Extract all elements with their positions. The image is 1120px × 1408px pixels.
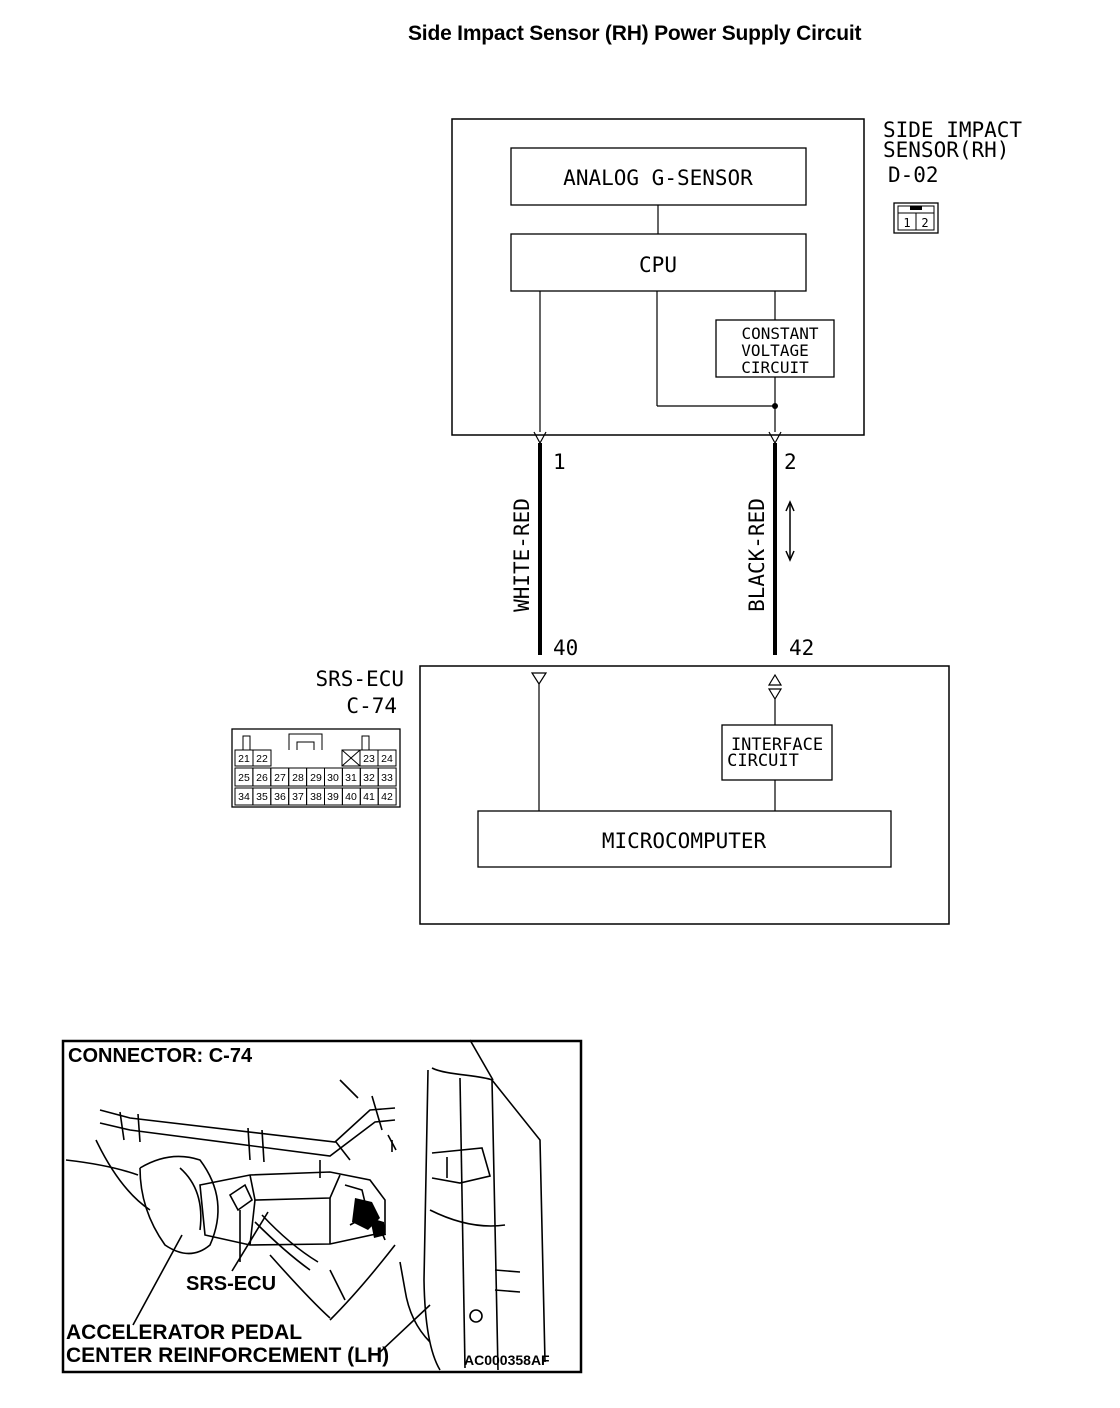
c74-pin: 40 <box>345 791 357 803</box>
c74-pin: 26 <box>256 772 268 784</box>
sensor-pin-2-label: 2 <box>784 450 797 474</box>
c74-pin: 25 <box>238 772 250 784</box>
c74-pin: 41 <box>363 791 375 803</box>
c74-pin: 35 <box>256 791 268 803</box>
c74-pin: 34 <box>238 791 250 803</box>
pin-42-arrow-down <box>767 688 783 701</box>
cvc-label-2: VOLTAGE <box>741 341 808 360</box>
ecu-box <box>419 665 950 925</box>
cvc-label-3: CIRCUIT <box>741 358 809 377</box>
c74-connector-face: 21 22 23 24 25 26 27 28 29 30 31 32 33 3… <box>231 728 401 808</box>
sensor-unit: ANALOG G-SENSOR CPU CONSTANT VOLTAGE CIR… <box>451 118 865 445</box>
c74-pin: 29 <box>310 772 322 784</box>
c74-pin: 31 <box>345 772 357 784</box>
interface-circuit-block <box>721 724 833 781</box>
interface-label-1: INTERFACE <box>731 735 823 755</box>
c74-pin: 37 <box>292 791 304 803</box>
photo-title: CONNECTOR: C-74 <box>68 1045 253 1067</box>
pin-1-arrow <box>533 431 547 445</box>
connector-location-illustration: CONNECTOR: C-74 <box>61 1039 583 1374</box>
c74-pin: 30 <box>327 772 339 784</box>
vehicle-sketch <box>65 1039 546 1371</box>
ecu-pin-42-label: 42 <box>789 636 814 660</box>
cpu-block <box>510 233 807 292</box>
cvc-label-1: CONSTANT <box>741 324 818 343</box>
microcomputer-block <box>477 810 892 868</box>
figure-code: AC000358AF <box>464 1352 550 1368</box>
c74-pin: 32 <box>363 772 375 784</box>
sensor-label-line1: SIDE IMPACT <box>883 118 1022 142</box>
cpu-label: CPU <box>639 253 677 277</box>
wire-color-white-red: WHITE-RED <box>510 498 534 612</box>
ecu-label: SRS-ECU <box>315 667 404 691</box>
c74-pin: 33 <box>381 772 393 784</box>
junction-dot <box>772 403 778 409</box>
interface-label-2: CIRCUIT <box>727 751 799 771</box>
c74-pin: 36 <box>274 791 286 803</box>
label-accelerator-pedal: ACCELERATOR PEDAL <box>66 1321 302 1344</box>
c74-pin: 28 <box>292 772 304 784</box>
sensor-connector-id: D-02 <box>888 163 939 187</box>
d02-pin-2: 2 <box>921 216 928 230</box>
sensor-label-line2: SENSOR(RH) <box>883 138 1009 162</box>
d02-connector-face: 1 2 <box>893 202 939 234</box>
c74-pin: 27 <box>274 772 286 784</box>
page-title: Side Impact Sensor (RH) Power Supply Cir… <box>408 22 862 45</box>
sensor-pin-1-label: 1 <box>553 450 566 474</box>
pin-2-arrow <box>768 431 782 445</box>
microcomputer-label: MICROCOMPUTER <box>602 829 767 853</box>
sensor-box <box>451 118 865 436</box>
harness-wires: 1 2 WHITE-RED BLACK-RED 40 42 <box>510 443 814 660</box>
c74-pin: 21 <box>238 753 250 765</box>
c74-pin: 22 <box>256 753 268 765</box>
analog-g-sensor-label: ANALOG G-SENSOR <box>563 166 753 190</box>
c74-pin: 24 <box>381 753 393 765</box>
wire-color-black-red: BLACK-RED <box>745 498 769 612</box>
c74-pin: 39 <box>327 791 339 803</box>
c74-pin: 23 <box>363 753 375 765</box>
label-center-reinforcement: CENTER REINFORCEMENT (LH) <box>66 1344 389 1367</box>
ecu-pin-40-label: 40 <box>553 636 578 660</box>
label-srs-ecu: SRS-ECU <box>186 1273 276 1295</box>
d02-pin-1: 1 <box>903 216 910 230</box>
ecu-connector-id: C-74 <box>346 694 397 718</box>
pin-42-arrow-up <box>767 673 783 686</box>
c74-pin: 42 <box>381 791 393 803</box>
pin-40-arrow <box>530 672 548 686</box>
srs-ecu-unit: INTERFACE CIRCUIT MICROCOMPUTER <box>419 665 950 925</box>
c74-pin: 38 <box>310 791 322 803</box>
